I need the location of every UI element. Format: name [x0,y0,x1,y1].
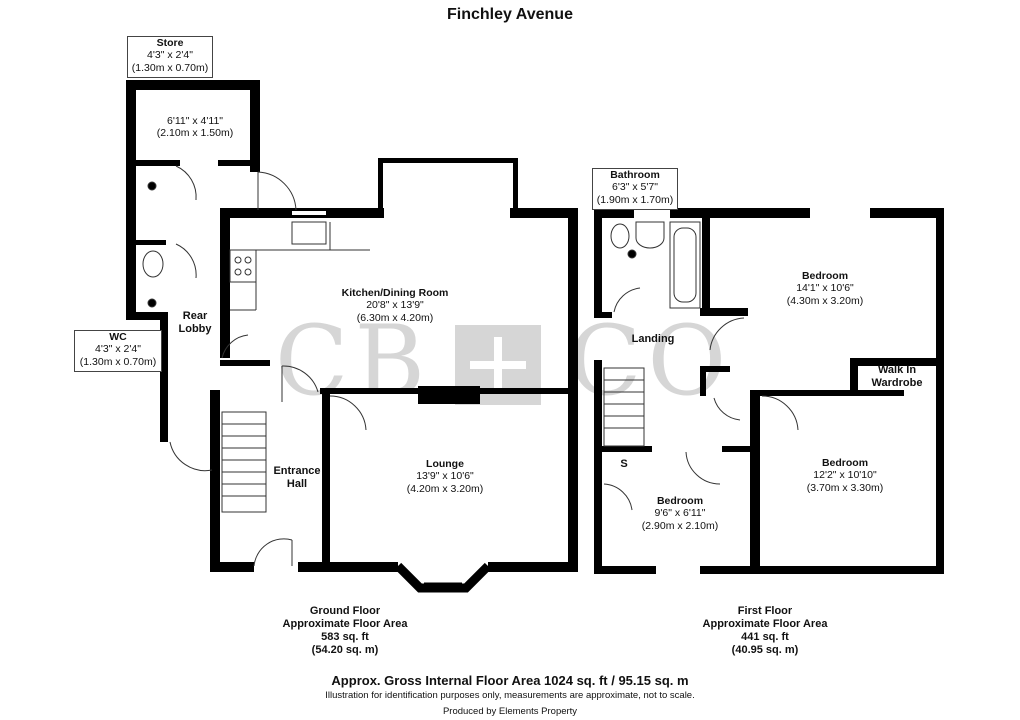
ground-floor-caption-4: (54.20 sq. m) [311,643,379,656]
bedroom-2-name: Bedroom [821,457,869,469]
store-dim-metric: (1.30m x 0.70m) [131,61,209,74]
entrance-hall-label: Entrance Hall [270,465,324,491]
gross-area: Approx. Gross Internal Floor Area 1024 s… [331,673,689,688]
store-label-box: Store 4'3" x 2'4" (1.30m x 0.70m) [127,36,213,78]
bedroom-3-label: Bedroom 9'6" x 6'11" (2.90m x 2.10m) [630,495,730,532]
bedroom-1-label: Bedroom 14'1" x 10'6" (4.30m x 3.20m) [770,270,880,307]
ground-floor-caption-3: 583 sq. ft [321,630,369,643]
bathroom-dim-imperial: 6'3" x 5'7" [612,181,658,194]
rear-lobby-label: Rear Lobby [170,310,220,336]
walk-in-line1: Walk In [877,364,917,376]
store-inner-label: 6'11" x 4'11" (2.10m x 1.50m) [140,115,250,140]
lounge-name: Lounge [426,458,464,470]
bedroom-2-label: Bedroom 12'2" x 10'10" (3.70m x 3.30m) [790,457,900,494]
bathroom-name: Bathroom [610,169,660,181]
lounge-dim-imperial: 13'9" x 10'6" [416,470,474,483]
bathroom-label-box: Bathroom 6'3" x 5'7" (1.90m x 1.70m) [592,168,678,210]
store-inner-dim-metric: (2.10m x 1.50m) [156,127,234,140]
entrance-hall-line1: Entrance [273,465,321,477]
entrance-hall-line2: Hall [286,477,308,490]
first-floor-walls [594,208,944,574]
rear-lobby-line1: Rear [182,310,208,322]
walk-in-wardrobe-label: Walk In Wardrobe [862,364,932,390]
wc-dim-imperial: 4'3" x 2'4" [95,343,141,356]
wc-label-box: WC 4'3" x 2'4" (1.30m x 0.70m) [74,330,162,372]
walk-in-line2: Wardrobe [871,376,923,389]
first-floor-caption-1: First Floor [737,605,793,617]
disclaimer: Illustration for identification purposes… [325,690,695,701]
bedroom-3-dim-metric: (2.90m x 2.10m) [641,519,719,532]
first-floor-caption: First Floor Approximate Floor Area 441 s… [690,605,840,657]
wc-name: WC [109,331,127,343]
store-inner-dim-imperial: 6'11" x 4'11" [166,115,224,127]
ground-floor-doors [169,165,367,567]
wc-fixtures [142,181,164,308]
bedroom-3-dim-imperial: 9'6" x 6'11" [654,507,706,520]
ground-floor-stairs [221,411,267,513]
bathroom-dim-metric: (1.90m x 1.70m) [596,193,674,206]
bedroom-1-name: Bedroom [801,270,849,282]
kitchen-name: Kitchen/Dining Room [341,287,449,299]
kitchen-dim-imperial: 20'8" x 13'9" [366,299,424,312]
bedroom-2-dim-imperial: 12'2" x 10'10" [813,469,877,482]
store-name: Store [156,37,184,49]
bedroom-3-name: Bedroom [656,495,704,507]
bedroom-2-dim-metric: (3.70m x 3.30m) [806,481,884,494]
lounge-label: Lounge 13'9" x 10'6" (4.20m x 3.20m) [385,458,505,495]
wc-dim-metric: (1.30m x 0.70m) [79,355,157,368]
rear-lobby-line2: Lobby [178,322,212,335]
kitchen-units [229,221,370,311]
bedroom-1-dim-imperial: 14'1" x 10'6" [796,282,854,295]
lounge-dim-metric: (4.20m x 3.20m) [406,482,484,495]
watermark-cb: CB [275,305,431,417]
first-floor-caption-2: Approximate Floor Area [702,617,828,630]
landing-label: Landing [631,333,675,345]
first-floor-caption-4: (40.95 sq. m) [731,643,799,656]
storage-cupboard-label: S [620,458,628,470]
ground-floor-caption-1: Ground Floor [309,605,381,617]
windows [292,211,866,572]
first-floor-caption-3: 441 sq. ft [741,630,789,643]
ground-floor-caption: Ground Floor Approximate Floor Area 583 … [270,605,420,657]
produced-by: Produced by Elements Property [442,706,578,717]
kitchen-label: Kitchen/Dining Room 20'8" x 13'9" (6.30m… [320,287,470,324]
first-floor-stairs [603,367,645,447]
watermark-plus-v [494,337,502,393]
bedroom-1-dim-metric: (4.30m x 3.20m) [786,294,864,307]
first-floor-doors [603,287,799,511]
bathroom-fixtures [610,221,701,309]
plan-title: Finchley Avenue [447,6,573,23]
lounge-bay-window [394,562,492,593]
ground-floor-caption-2: Approximate Floor Area [282,617,408,630]
store-dim-imperial: 4'3" x 2'4" [147,49,193,62]
kitchen-dim-metric: (6.30m x 4.20m) [356,311,434,324]
